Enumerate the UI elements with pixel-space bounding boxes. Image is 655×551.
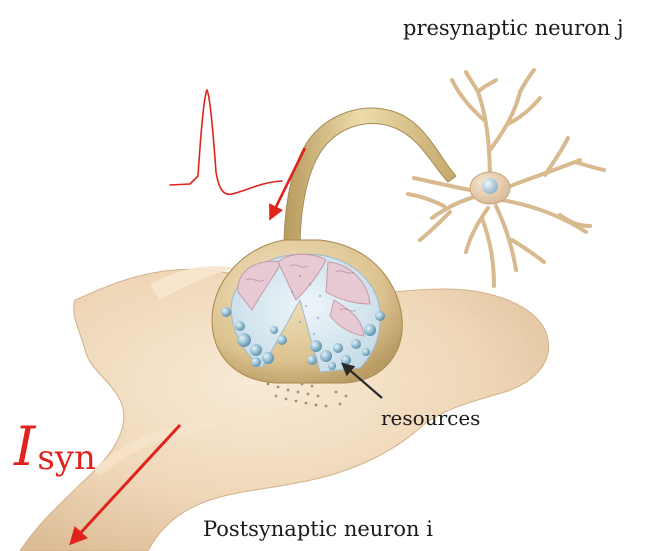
resources-label: resources bbox=[381, 408, 480, 428]
presynaptic-neuron-cell bbox=[408, 70, 604, 286]
current-symbol: I bbox=[14, 415, 35, 478]
synaptic-current-label: Isyn bbox=[14, 420, 96, 474]
presynaptic-neuron-label: presynaptic neuron j bbox=[403, 18, 624, 39]
postsynaptic-neuron-label: Postsynaptic neuron i bbox=[203, 519, 433, 540]
action-potential-trace bbox=[170, 90, 282, 194]
synaptic-terminal bbox=[212, 240, 402, 383]
current-subscript: syn bbox=[37, 438, 96, 478]
